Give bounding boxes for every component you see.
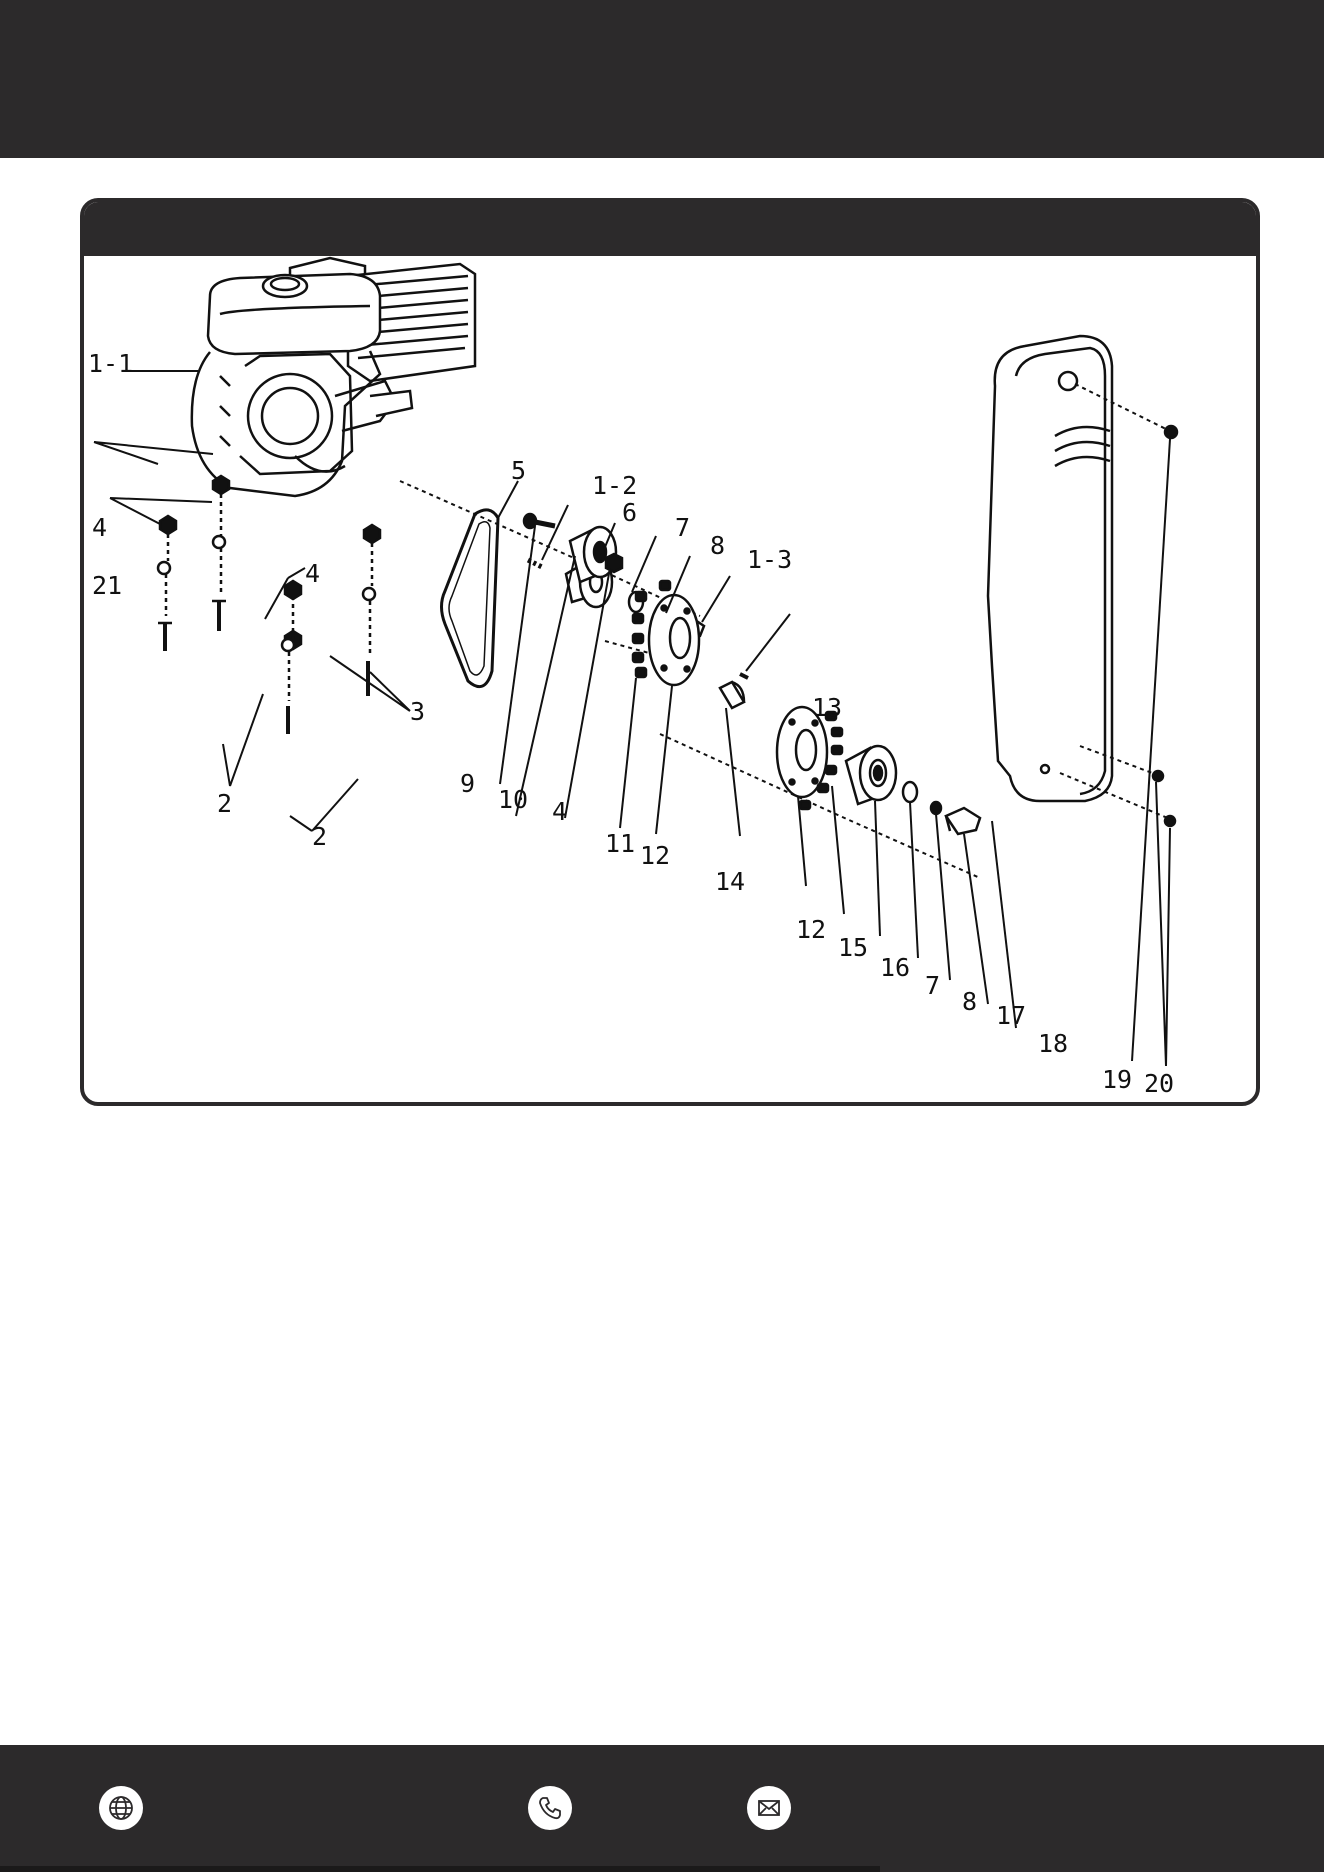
callout-18: 18	[1038, 1029, 1068, 1058]
belt-guard-cover	[988, 336, 1112, 801]
key-small	[740, 674, 748, 678]
callout-2-left: 2	[217, 789, 232, 818]
flange-plate-left	[649, 595, 699, 685]
callout-6: 6	[622, 498, 637, 527]
callout-11: 11	[605, 829, 635, 858]
callout-1-3: 1-3	[747, 545, 792, 574]
globe-icon[interactable]	[99, 1786, 143, 1830]
callout-20: 20	[1144, 1069, 1174, 1098]
callout-7-top: 7	[675, 513, 690, 542]
callout-17: 17	[996, 1001, 1026, 1030]
callout-4-left: 4	[92, 513, 107, 542]
callout-21: 21	[92, 571, 122, 600]
callout-7-bottom: 7	[925, 971, 940, 1000]
callout-3: 3	[410, 697, 425, 726]
panel-header-bar	[84, 202, 1256, 256]
top-header-band	[0, 0, 1324, 158]
bolt-bottom	[946, 808, 980, 834]
callout-16: 16	[880, 953, 910, 982]
phone-icon[interactable]	[528, 1786, 572, 1830]
callout-14: 14	[715, 867, 745, 896]
driven-pulley	[846, 746, 896, 804]
footer-bar	[0, 1745, 1324, 1872]
callout-8-top: 8	[710, 531, 725, 560]
exploded-parts-diagram: 1-1 1-2 1-3 4 21 4 3 2 2 5 6 7 8 9 10 4 …	[80, 256, 1256, 1098]
callout-13: 13	[812, 693, 842, 722]
lock-washer-bottom	[931, 802, 941, 814]
callout-1-2: 1-2	[592, 471, 637, 500]
callout-4-right: 4	[305, 559, 320, 588]
footer-bottom-strip	[0, 1866, 880, 1872]
callout-9: 9	[460, 769, 475, 798]
engine-assembly	[192, 258, 475, 496]
callout-2-right: 2	[312, 822, 327, 851]
cover-screws	[1153, 426, 1177, 826]
right-fastener-stack	[282, 525, 380, 734]
callout-8-bottom: 8	[962, 987, 977, 1016]
mail-icon[interactable]	[747, 1786, 791, 1830]
callout-12-left: 12	[640, 841, 670, 870]
callout-1-1: 1-1	[88, 349, 133, 378]
callout-5: 5	[511, 456, 526, 485]
washer-bottom	[903, 782, 917, 802]
callout-12-right: 12	[796, 915, 826, 944]
callout-19: 19	[1102, 1065, 1132, 1094]
callout-4-idler: 4	[552, 797, 567, 826]
callout-10: 10	[498, 785, 528, 814]
callout-15: 15	[838, 933, 868, 962]
bushing	[720, 682, 744, 708]
